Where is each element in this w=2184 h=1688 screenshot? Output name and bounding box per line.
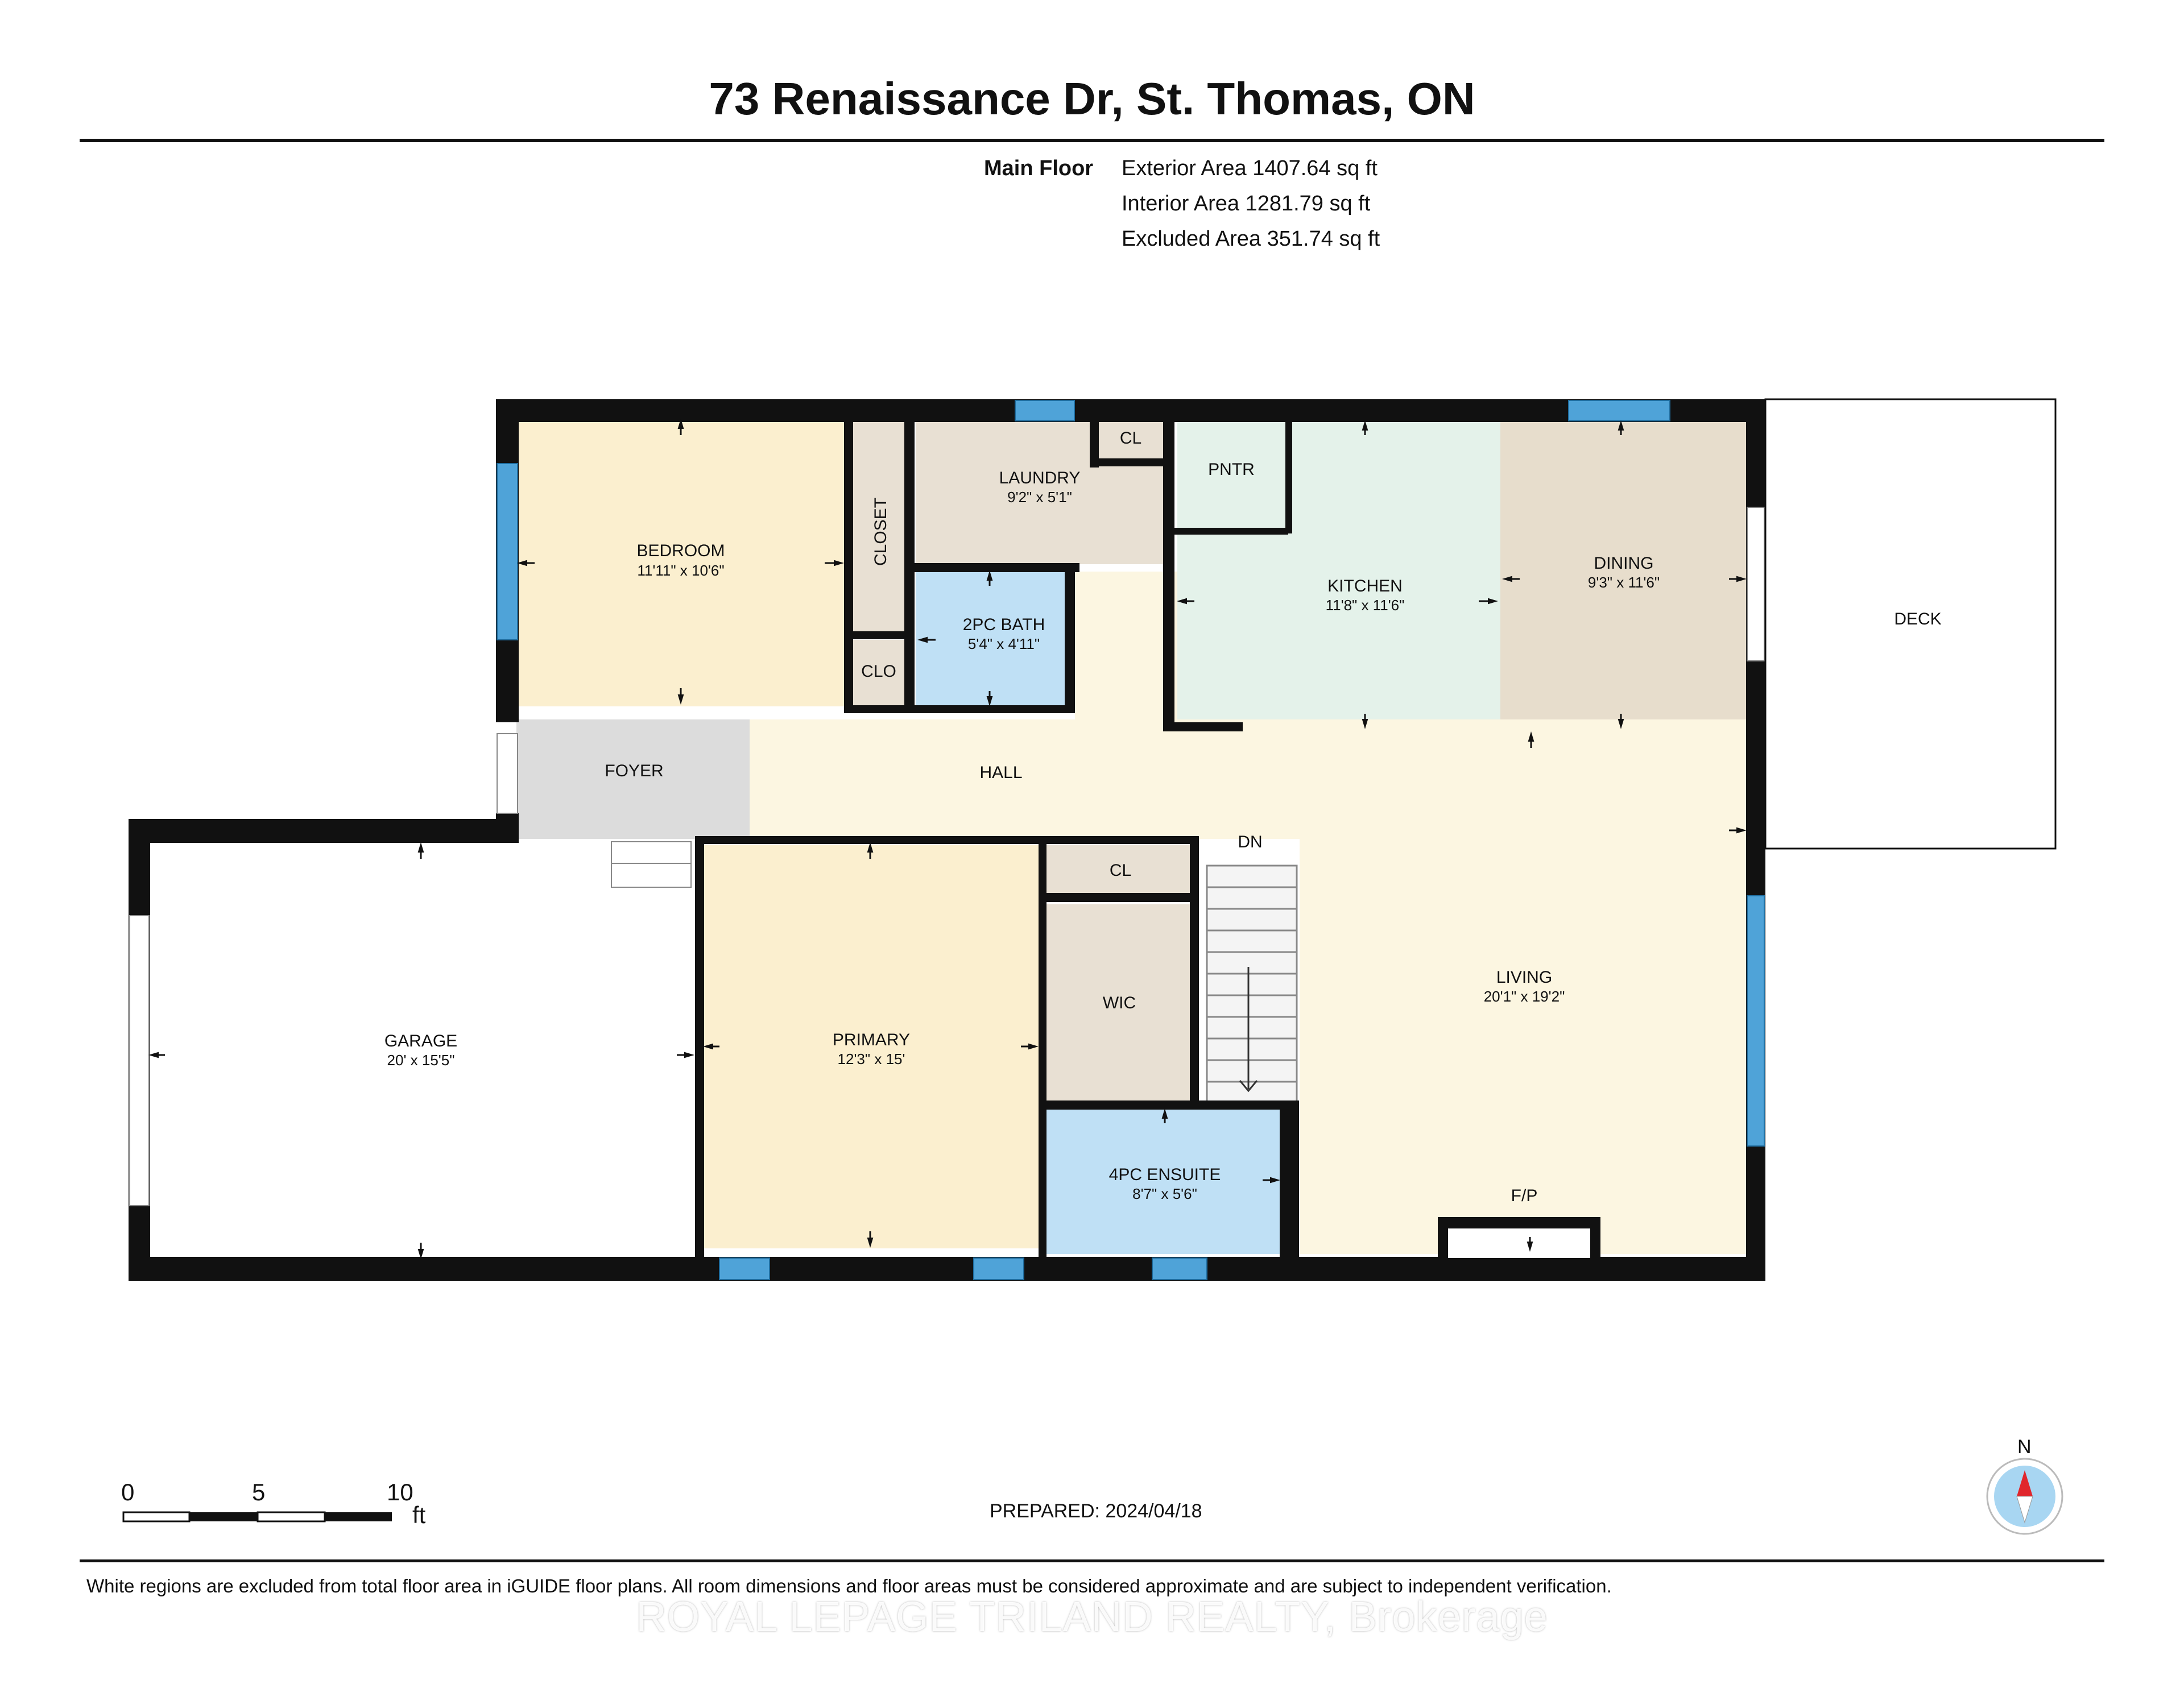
bath2pc-label: 2PC BATH bbox=[963, 615, 1045, 634]
stairs bbox=[1206, 864, 1298, 1103]
closet-floor bbox=[853, 422, 904, 632]
dining-label: DINING bbox=[1594, 554, 1654, 573]
foyer-label: FOYER bbox=[605, 762, 663, 780]
hall-label: HALL bbox=[979, 763, 1022, 782]
plan-title: 73 Renaissance Dr, St. Thomas, ON bbox=[709, 73, 1475, 124]
bedroom-label: BEDROOM bbox=[636, 541, 725, 560]
primary-dims: 12'3" x 15' bbox=[838, 1050, 905, 1068]
excluded-area: Excluded Area 351.74 sq ft bbox=[1122, 227, 1380, 251]
compass-north-label: N bbox=[2017, 1436, 2032, 1458]
compass: N bbox=[1985, 1436, 2070, 1538]
garage-dims: 20' x 15'5" bbox=[387, 1052, 455, 1069]
laundry-label: LAUNDRY bbox=[999, 469, 1081, 487]
scale-label-10: 10 bbox=[387, 1479, 413, 1505]
interior-walls bbox=[695, 422, 1299, 1268]
scale-bar: 0 5 10 ft bbox=[121, 1479, 425, 1530]
ensuite-label: 4PC ENSUITE bbox=[1109, 1165, 1221, 1184]
primary-label: PRIMARY bbox=[833, 1031, 910, 1049]
cl-hall-label: CL bbox=[1110, 861, 1131, 880]
footer-divider bbox=[80, 1559, 2104, 1562]
compass-icon bbox=[1986, 1458, 2063, 1535]
watermark: ROYAL LEPAGE TRILAND REALTY, Brokerage bbox=[636, 1593, 1548, 1640]
dining-dims: 9'3" x 11'6" bbox=[1588, 574, 1660, 591]
cl-hall-floor bbox=[1046, 845, 1196, 893]
living-label: LIVING bbox=[1496, 968, 1552, 987]
scale-label-5: 5 bbox=[252, 1479, 266, 1505]
scale-label-0: 0 bbox=[121, 1479, 135, 1505]
scale-bar-graphic bbox=[122, 1511, 392, 1522]
dining-floor bbox=[1500, 422, 1746, 729]
bedroom-floor bbox=[516, 422, 845, 706]
deck-label: DECK bbox=[1894, 610, 1941, 628]
hall-connector bbox=[1075, 572, 1177, 725]
laundry-dims: 9'2" x 5'1" bbox=[1007, 489, 1072, 506]
kitchen-dims: 11'8" x 11'6" bbox=[1326, 597, 1405, 614]
scale-unit: ft bbox=[412, 1501, 426, 1528]
floor-label: Main Floor bbox=[984, 156, 1094, 180]
pantry-label: PNTR bbox=[1208, 460, 1255, 479]
fireplace bbox=[1438, 1217, 1600, 1258]
clo-label: CLO bbox=[861, 662, 896, 681]
living-floor bbox=[1300, 836, 1746, 1254]
disclaimer: White regions are excluded from total fl… bbox=[86, 1575, 1612, 1596]
windows bbox=[497, 400, 1765, 1280]
living-dims: 20'1" x 19'2" bbox=[1484, 988, 1565, 1005]
hall-floor bbox=[750, 719, 1746, 839]
primary-floor bbox=[703, 845, 1039, 1248]
ensuite-dims: 8'7" x 5'6" bbox=[1132, 1185, 1197, 1202]
kitchen-floor bbox=[1177, 422, 1500, 729]
prepared-date: PREPARED: 2024/04/18 bbox=[990, 1500, 1202, 1522]
deck bbox=[1764, 398, 2057, 850]
exterior-area: Exterior Area 1407.64 sq ft bbox=[1122, 156, 1378, 180]
interior-area: Interior Area 1281.79 sq ft bbox=[1122, 192, 1371, 216]
stairs-dn-label: DN bbox=[1238, 833, 1262, 851]
bath2pc-dims: 5'4" x 4'11" bbox=[968, 635, 1040, 652]
wic-floor bbox=[1046, 904, 1192, 1100]
bath2pc-floor bbox=[916, 572, 1065, 705]
closet-label: CLOSET bbox=[871, 498, 890, 566]
ensuite-floor bbox=[1046, 1109, 1283, 1254]
clo-floor bbox=[853, 640, 904, 705]
cl-laundry-label: CL bbox=[1120, 429, 1141, 448]
wic-label: WIC bbox=[1103, 994, 1136, 1012]
garage-label: GARAGE bbox=[384, 1032, 457, 1050]
bedroom-dims: 11'11" x 10'6" bbox=[637, 562, 724, 579]
fireplace-label: F/P bbox=[1511, 1186, 1538, 1205]
foyer-floor bbox=[516, 719, 750, 839]
room-fills bbox=[149, 422, 1746, 1257]
kitchen-label: KITCHEN bbox=[1327, 577, 1403, 595]
openings bbox=[129, 507, 1765, 1206]
garage-floor bbox=[149, 845, 695, 1257]
cl-laundry-floor bbox=[1098, 422, 1163, 462]
dimension-arrows bbox=[148, 419, 1747, 1259]
title-divider bbox=[80, 139, 2104, 142]
